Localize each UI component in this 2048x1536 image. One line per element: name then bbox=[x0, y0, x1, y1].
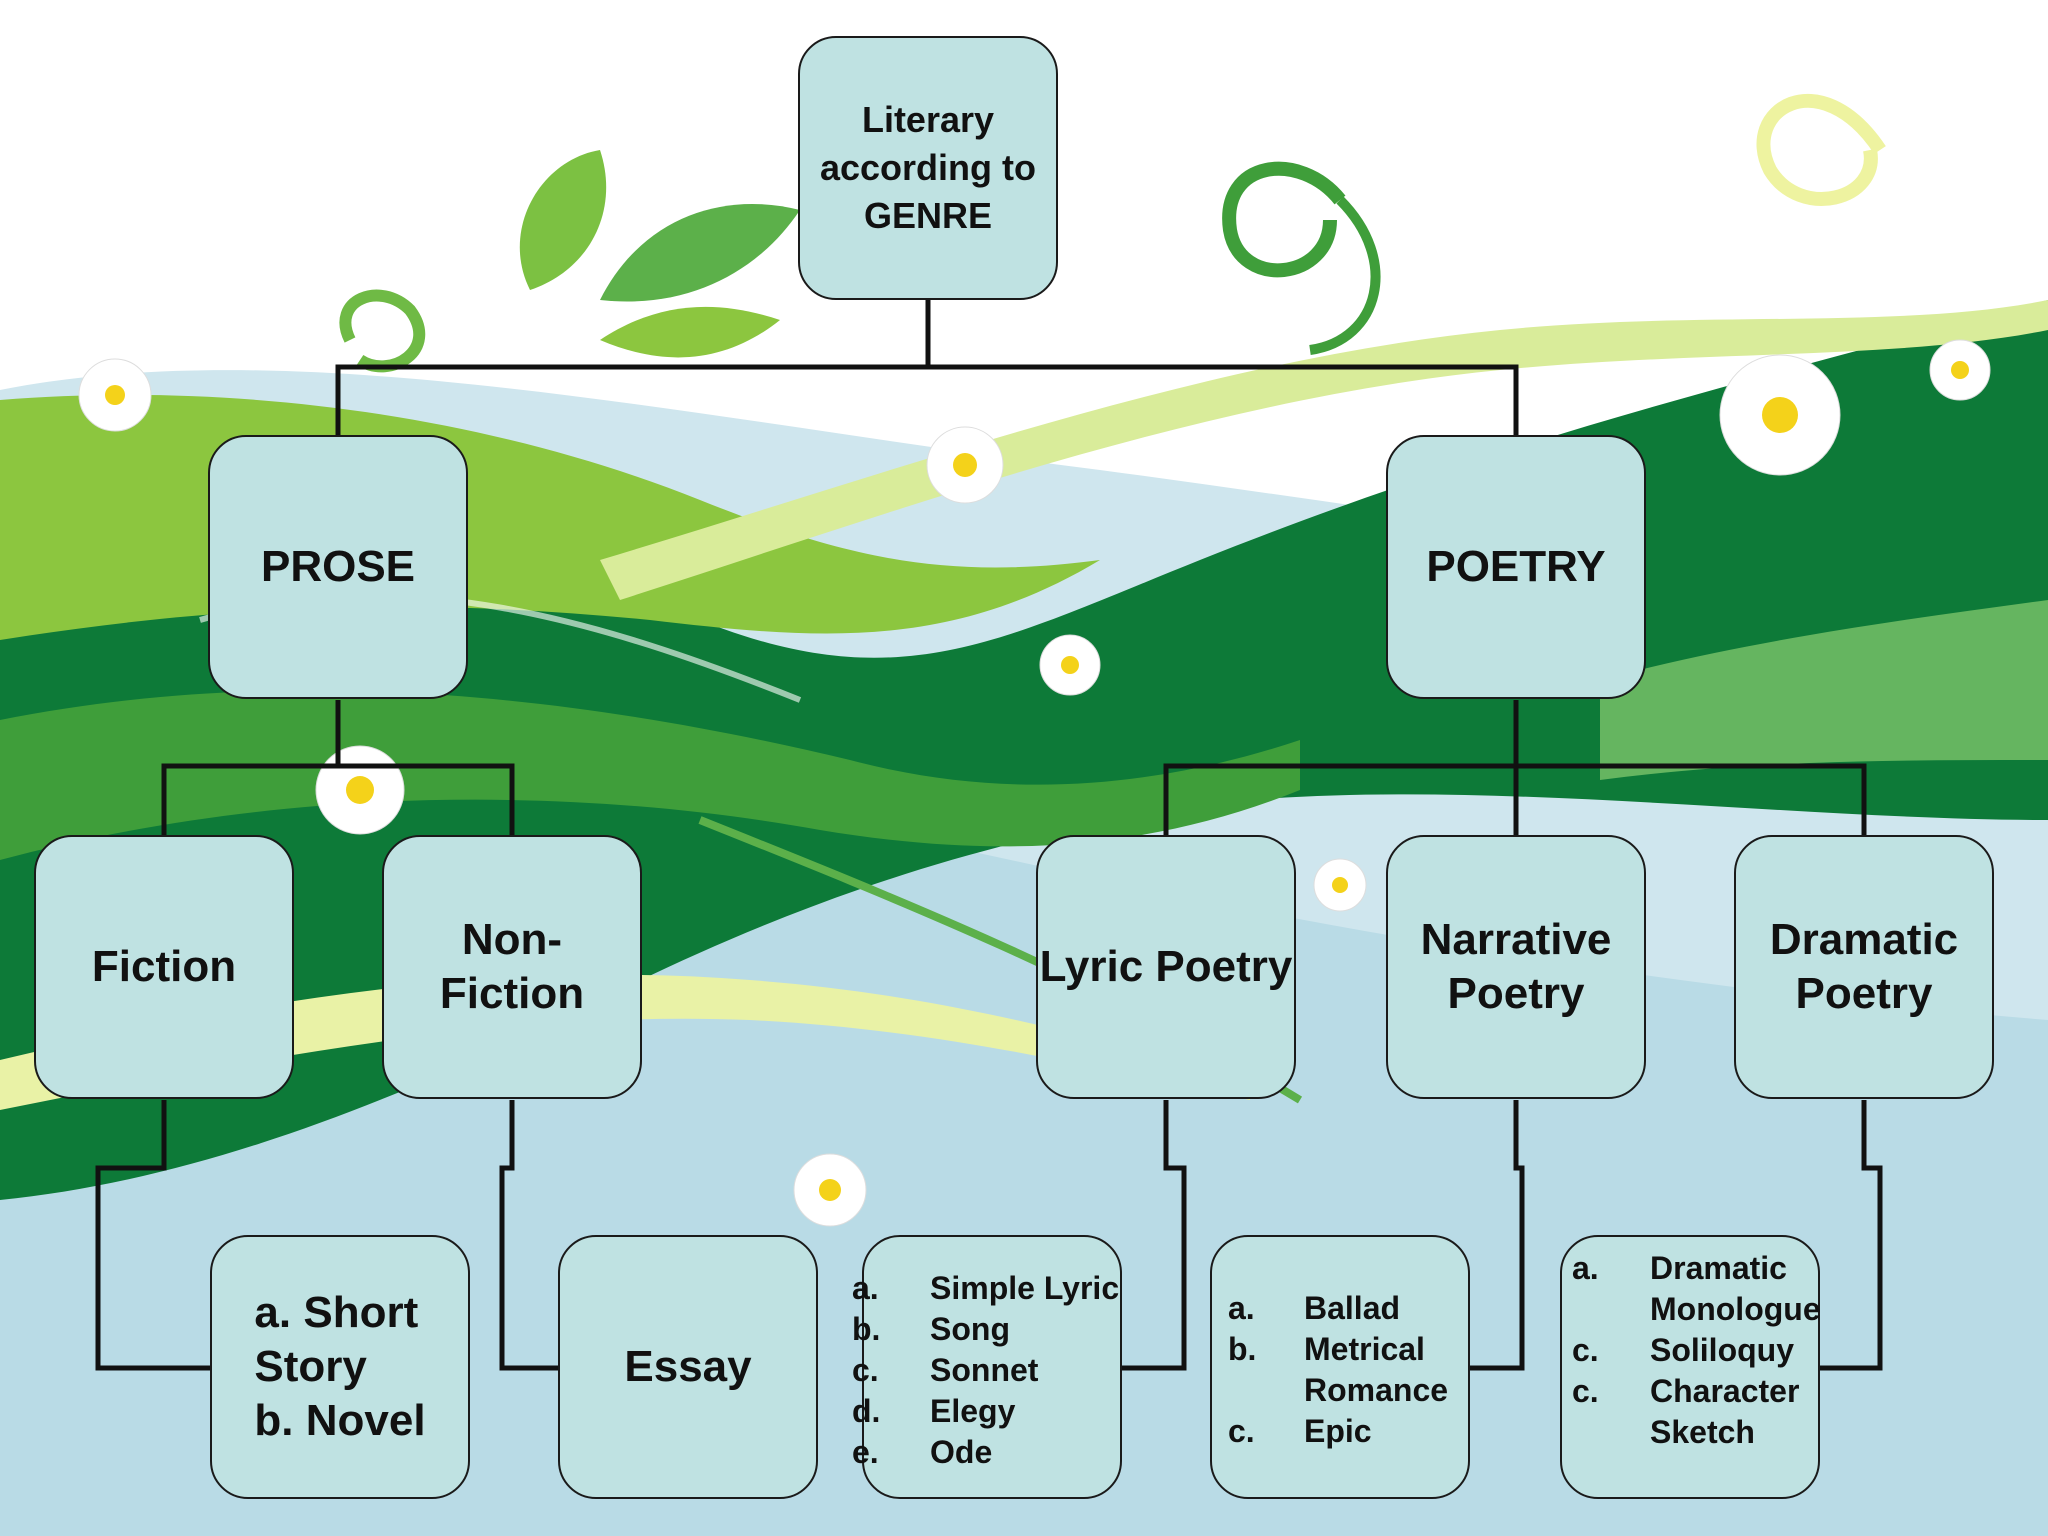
list-item-marker: a. bbox=[852, 1270, 879, 1306]
narrative-poetry-node-label: Narrative Poetry bbox=[1420, 915, 1612, 1018]
list-item: b. Metrical bbox=[1228, 1329, 1468, 1370]
list-item-text: Song bbox=[930, 1311, 1010, 1347]
list-item: d. Elegy bbox=[852, 1391, 1142, 1432]
prose-node: PROSE bbox=[208, 435, 468, 699]
connector-narrative-items bbox=[1470, 1100, 1525, 1371]
list-item-text: Character bbox=[1650, 1373, 1800, 1409]
list-item-text: Epic bbox=[1304, 1413, 1372, 1449]
root-node: Literary according to GENRE bbox=[798, 36, 1058, 300]
list-item-text: Elegy bbox=[930, 1393, 1016, 1429]
list-item-text: Sketch bbox=[1650, 1414, 1755, 1450]
fiction-node-label: Fiction bbox=[91, 942, 237, 991]
nonfiction-items-node: Essay bbox=[558, 1235, 818, 1499]
list-item-text: Sonnet bbox=[930, 1352, 1039, 1388]
list-item-marker: e. bbox=[852, 1434, 879, 1470]
dramatic-poetry-node: Dramatic Poetry bbox=[1734, 835, 1994, 1099]
root-node-label: Literary according to GENRE bbox=[819, 99, 1037, 236]
list-item: c. Sonnet bbox=[852, 1350, 1142, 1391]
dramatic-poetry-node-label: Dramatic Poetry bbox=[1769, 915, 1959, 1018]
list-item-text: Metrical bbox=[1304, 1331, 1425, 1367]
connector-lyric-items bbox=[1122, 1100, 1187, 1371]
fiction-node: Fiction bbox=[34, 835, 294, 1099]
list-item: Monologue bbox=[1572, 1289, 1832, 1330]
list-item-text: Ode bbox=[930, 1434, 993, 1470]
lyric-poetry-node-label: Lyric Poetry bbox=[1039, 942, 1293, 991]
list-item-marker: c. bbox=[852, 1352, 879, 1388]
poetry-node: POETRY bbox=[1386, 435, 1646, 699]
connector-fiction-items bbox=[95, 1100, 210, 1371]
lyric-items-list: a. Simple Lyric b. Song c. Sonnet d. Elegy e. Ode bbox=[852, 1268, 1142, 1473]
connector-nonfiction-items bbox=[499, 1100, 558, 1371]
narrative-poetry-node: Narrative Poetry bbox=[1386, 835, 1646, 1099]
list-item-text: Romance bbox=[1304, 1372, 1449, 1408]
list-item: c. Epic bbox=[1228, 1411, 1468, 1452]
poetry-node-label: POETRY bbox=[1426, 542, 1606, 591]
list-item-marker: a. bbox=[1572, 1250, 1599, 1286]
list-item: c. Character bbox=[1572, 1371, 1832, 1412]
list-item-text: Ballad bbox=[1304, 1290, 1401, 1326]
list-item-text: Monologue bbox=[1650, 1291, 1821, 1327]
prose-node-label: PROSE bbox=[260, 542, 416, 591]
list-item: a. Simple Lyric bbox=[852, 1268, 1142, 1309]
list-item-marker: a. bbox=[1228, 1290, 1255, 1326]
connector-dramatic-items bbox=[1820, 1100, 1883, 1371]
fiction-items-text: a. Short Story b. Novel bbox=[254, 1288, 426, 1445]
nonfiction-items-text: Essay bbox=[624, 1342, 752, 1391]
fiction-items-node: a. Short Story b. Novel bbox=[210, 1235, 470, 1499]
connector-poetry-dramatic bbox=[1516, 763, 1867, 835]
nonfiction-node: Non- Fiction bbox=[382, 835, 642, 1099]
list-item: a. Dramatic bbox=[1572, 1248, 1832, 1289]
narrative-items-node bbox=[1210, 1235, 1470, 1499]
connector-root-poetry bbox=[928, 364, 1519, 435]
dramatic-items-node bbox=[1560, 1235, 1820, 1499]
lyric-poetry-node: Lyric Poetry bbox=[1036, 835, 1296, 1099]
list-item: Romance bbox=[1228, 1370, 1468, 1411]
list-item-text: Soliloquy bbox=[1650, 1332, 1794, 1368]
list-item: e. Ode bbox=[852, 1432, 1142, 1473]
list-item-marker: c. bbox=[1572, 1373, 1599, 1409]
connector-prose-fiction bbox=[161, 700, 341, 835]
lyric-items-node bbox=[862, 1235, 1122, 1499]
connector-root-prose bbox=[335, 300, 931, 435]
list-item-text: Dramatic bbox=[1650, 1250, 1787, 1286]
list-item-marker: c. bbox=[1228, 1413, 1255, 1449]
nonfiction-node-label: Non- Fiction bbox=[439, 915, 585, 1018]
connector-poetry-lyric bbox=[1163, 700, 1519, 835]
connector-prose-nonfiction bbox=[338, 763, 515, 835]
list-item: Sketch bbox=[1572, 1412, 1832, 1453]
list-item: b. Song bbox=[852, 1309, 1142, 1350]
list-item-marker: b. bbox=[852, 1311, 881, 1347]
list-item: c. Soliloquy bbox=[1572, 1330, 1832, 1371]
list-item-text: Simple Lyric bbox=[930, 1270, 1120, 1306]
list-item-marker: c. bbox=[1572, 1332, 1599, 1368]
list-item-marker: d. bbox=[852, 1393, 881, 1429]
list-item-marker: b. bbox=[1228, 1331, 1257, 1367]
list-item: a. Ballad bbox=[1228, 1288, 1468, 1329]
